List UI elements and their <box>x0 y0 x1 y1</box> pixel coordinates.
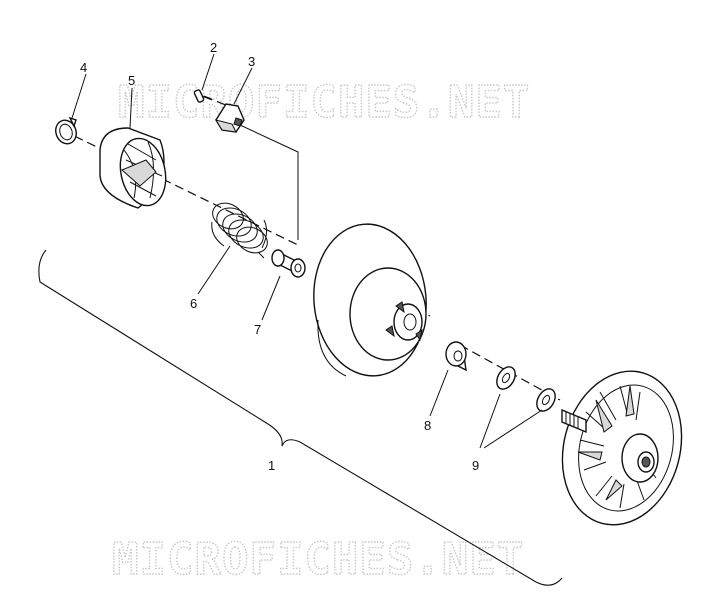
leader-6 <box>197 245 231 295</box>
callout-4: 4 <box>80 60 87 75</box>
callout-1: 1 <box>268 458 275 473</box>
washer-2 <box>536 388 556 412</box>
leader-9b <box>483 409 543 449</box>
assembly-bracket <box>38 249 563 586</box>
bearing <box>445 341 467 372</box>
bushing <box>271 249 306 278</box>
leader-2 <box>201 53 215 91</box>
leader-8 <box>429 369 449 417</box>
bolt-axis-line <box>203 95 229 107</box>
callout-8: 8 <box>424 418 431 433</box>
callout-2: 2 <box>210 40 217 55</box>
callout-3: 3 <box>248 54 255 69</box>
cam-button <box>214 103 245 133</box>
snap-ring <box>55 116 77 145</box>
leader-4 <box>71 73 87 119</box>
watermark-top: MICROFICHES.NET <box>118 77 530 128</box>
leader-9a <box>479 393 501 449</box>
bolt <box>193 89 213 103</box>
movable-sheave <box>313 223 427 377</box>
leader-5 <box>129 87 133 129</box>
spring <box>211 202 268 259</box>
callout-9: 9 <box>472 458 479 473</box>
helix-cam <box>99 127 167 209</box>
callout-5: 5 <box>128 73 135 88</box>
callout-7: 7 <box>254 322 261 337</box>
washer-1 <box>496 366 516 390</box>
callout-6: 6 <box>190 296 197 311</box>
leader-7 <box>261 275 281 321</box>
leader-3 <box>233 67 253 105</box>
watermark-bottom: MICROFICHES.NET <box>112 534 524 585</box>
stationary-sheave <box>561 370 683 526</box>
cam-guide-line <box>239 124 299 240</box>
